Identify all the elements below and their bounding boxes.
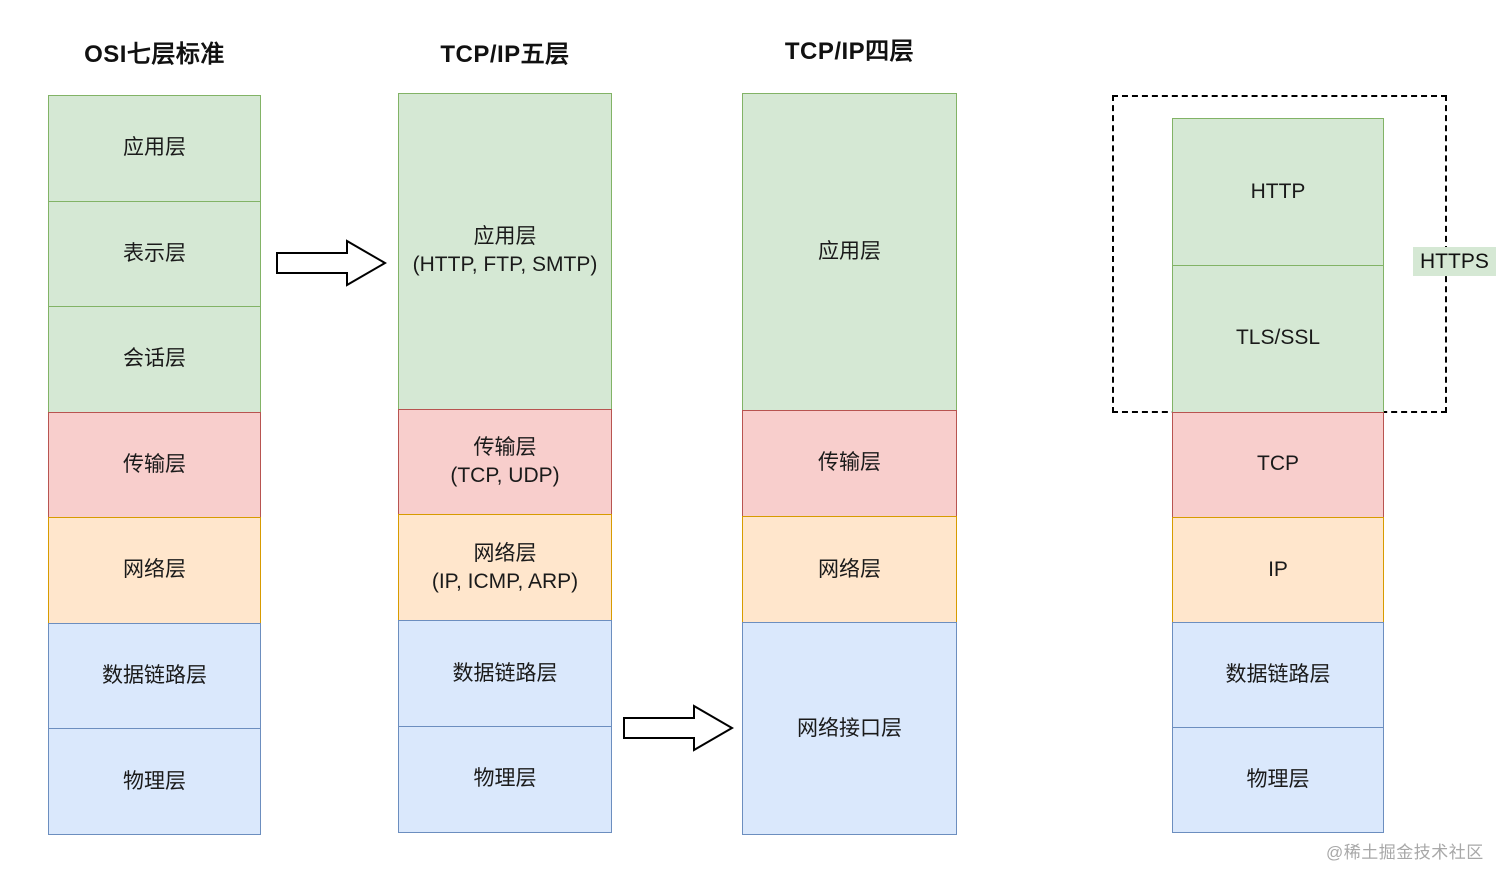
layer-osi-network: 网络层 (48, 517, 261, 624)
layer-label: 数据链路层 (452, 661, 558, 685)
layer-label: 应用层 (473, 224, 537, 248)
layer-tcpip4-network: 网络层 (742, 516, 957, 624)
layer-label: 应用层 (123, 136, 186, 160)
tcpip5-stack: 应用层 (HTTP, FTP, SMTP) 传输层 (TCP, UDP) 网络层… (398, 93, 612, 834)
layer-tcpip5-network: 网络层 (IP, ICMP, ARP) (398, 514, 612, 622)
layer-https-ip: IP (1172, 516, 1384, 623)
layer-label: 数据链路层 (1225, 662, 1331, 686)
column-title-osi: OSI七层标准 (84, 41, 225, 68)
layer-https-tcp: TCP (1172, 411, 1384, 518)
layer-tcpip5-datalink: 数据链路层 (398, 620, 612, 728)
layer-label: TCP (1257, 452, 1299, 476)
layer-label: 网络层 (123, 558, 186, 582)
layer-label: 网络层 (473, 541, 537, 565)
column-title-tcpip5: TCP/IP五层 (440, 41, 570, 68)
layer-label: 会话层 (123, 347, 186, 371)
layer-https-tls: TLS/SSL (1172, 264, 1384, 413)
layer-label: 物理层 (473, 767, 537, 791)
column-title-tcpip4: TCP/IP四层 (784, 38, 915, 65)
layer-label: 数据链路层 (102, 664, 207, 687)
watermark: @稀土掘金技术社区 (1326, 843, 1484, 862)
layer-tcpip4-netinterface: 网络接口层 (742, 622, 957, 835)
layer-label: 物理层 (123, 769, 186, 793)
layer-label: HTTP (1250, 179, 1306, 203)
layer-label: TLS/SSL (1235, 326, 1321, 350)
layer-https-http: HTTP (1172, 118, 1384, 266)
layer-osi-presentation: 表示层 (48, 200, 261, 308)
https-annotation-badge: HTTPS (1413, 247, 1496, 277)
https-stack: HTTP TLS/SSL TCP IP 数据链路层 物理层 (1172, 118, 1384, 834)
layer-label: 传输层 (123, 452, 186, 476)
tcpip4-stack: 应用层 传输层 网络层 网络接口层 (742, 93, 957, 835)
layer-label: IP (1268, 557, 1288, 581)
layer-osi-physical: 物理层 (48, 728, 261, 836)
layer-tcpip5-physical: 物理层 (398, 726, 612, 834)
layer-label: 应用层 (818, 239, 881, 263)
layer-tcpip5-transport: 传输层 (TCP, UDP) (398, 408, 612, 516)
layer-sublabel: (HTTP, FTP, SMTP) (412, 253, 598, 277)
layer-https-datalink: 数据链路层 (1172, 621, 1384, 728)
layer-osi-transport: 传输层 (48, 411, 261, 519)
right-arrow-icon (276, 239, 387, 287)
layer-https-physical: 物理层 (1172, 726, 1384, 834)
layer-sublabel: (IP, ICMP, ARP) (431, 569, 579, 593)
layer-label: 传输层 (473, 435, 537, 459)
layer-osi-datalink: 数据链路层 (48, 622, 261, 730)
layer-label: 物理层 (1246, 767, 1310, 791)
layer-label: 网络层 (818, 557, 881, 581)
layer-label: 网络接口层 (797, 716, 902, 740)
layer-label: 表示层 (123, 241, 186, 265)
layer-tcpip4-transport: 传输层 (742, 409, 957, 518)
layer-tcpip5-application: 应用层 (HTTP, FTP, SMTP) (398, 93, 612, 410)
right-arrow-icon (623, 704, 734, 752)
layer-osi-application: 应用层 (48, 95, 261, 202)
osi-stack: 应用层 表示层 会话层 传输层 网络层 数据链路层 物理层 (48, 95, 261, 836)
layer-osi-session: 会话层 (48, 306, 261, 413)
layer-label: 传输层 (818, 451, 881, 475)
layer-sublabel: (TCP, UDP) (450, 464, 560, 487)
layer-tcpip4-application: 应用层 (742, 93, 957, 411)
